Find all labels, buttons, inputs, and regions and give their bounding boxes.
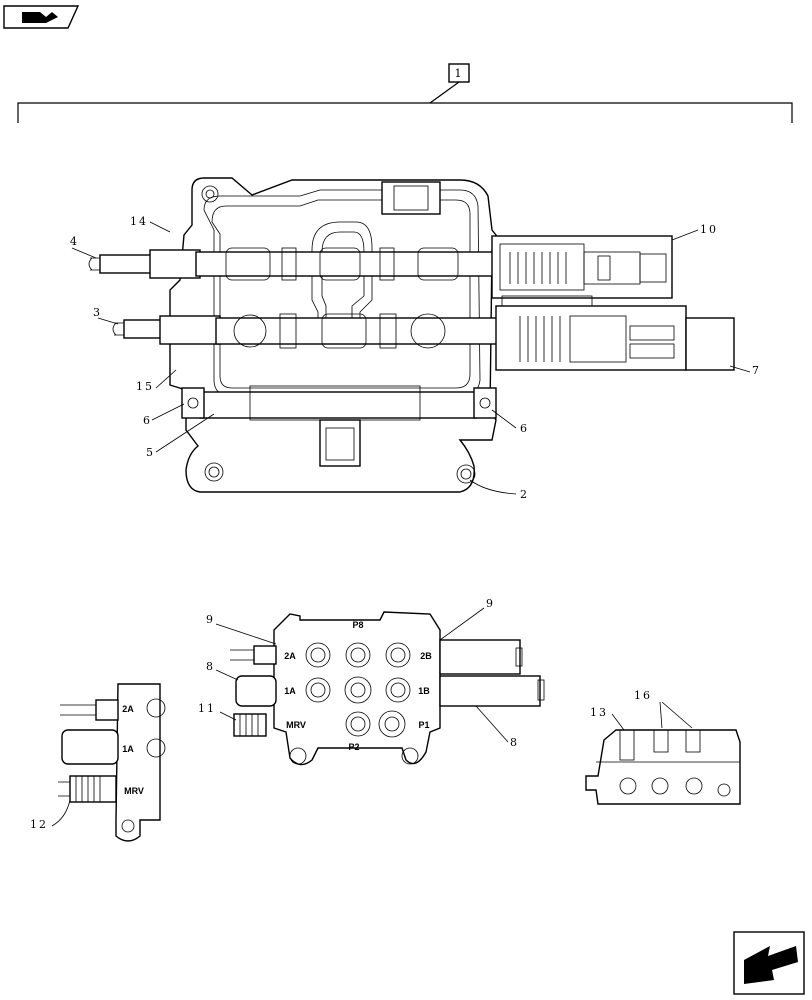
port-label-1b: 1B [418,686,430,696]
callout-5: 5 [146,446,155,459]
callout-11: 11 [198,702,216,715]
callout-7: 7 [752,364,761,377]
next-page-arrow-icon[interactable] [733,931,805,995]
valve-side-detail: 2A 1A MRV [58,683,166,842]
book-nav-icon[interactable] [3,5,80,29]
valve-end-detail [585,729,741,805]
valve-top-view [88,177,735,493]
callout-16: 16 [634,689,652,702]
callouts: 4 14 3 15 6 5 6 2 10 7 9 9 8 8 11 12 13 … [30,215,761,831]
callout-6-left: 6 [143,414,152,427]
callout-12: 12 [30,818,48,831]
callout-4: 4 [70,235,79,248]
callout-13: 13 [590,706,608,719]
side-port-label-mrv: MRV [124,786,144,796]
callout-6-right: 6 [520,422,529,435]
port-label-2b: 2B [420,651,432,661]
callout-8-right: 8 [510,736,519,749]
port-label-p2: P2 [348,742,359,752]
assembly-bracket: 1 [17,63,793,123]
port-label-mrv: MRV [286,720,306,730]
callout-3: 3 [93,306,102,319]
port-label-p8: P8 [352,620,363,630]
port-label-p1: P1 [418,720,429,730]
callout-15: 15 [136,380,154,393]
callout-8-left: 8 [206,660,215,673]
callout-14: 14 [130,215,148,228]
valve-front-view: P8 2A 2B 1A 1B MRV P1 P2 [230,611,545,766]
port-label-2a: 2A [284,651,296,661]
side-port-label-2a: 2A [122,704,134,714]
callout-10: 10 [700,223,718,236]
callout-9-left: 9 [206,613,215,626]
callout-2: 2 [520,488,529,501]
assembly-ref-label: 1 [455,67,464,80]
port-label-1a: 1A [284,686,296,696]
callout-9-right: 9 [486,597,495,610]
side-port-label-1a: 1A [122,744,134,754]
